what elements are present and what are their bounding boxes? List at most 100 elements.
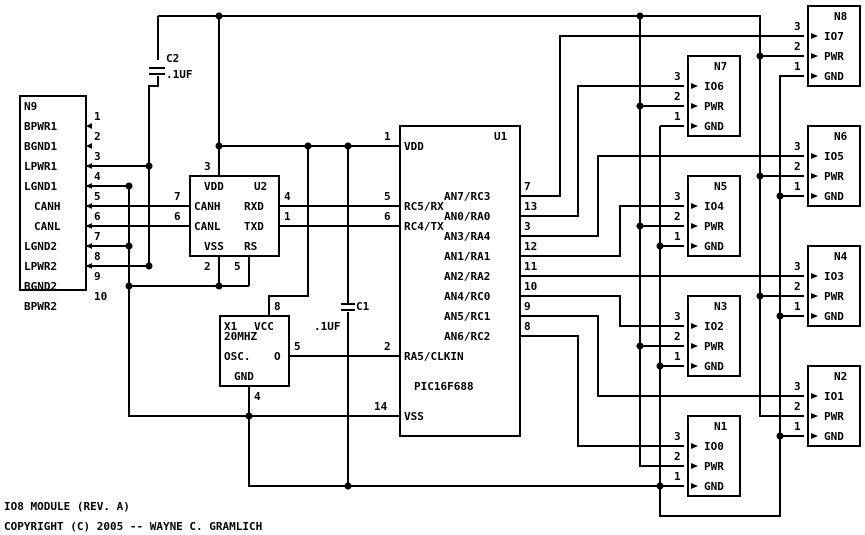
n9-pin-label: LGND1 [24, 180, 57, 193]
u2-pin-6: 6 [174, 210, 181, 223]
n1-pin-arrows [691, 443, 698, 489]
u1-part: PIC16F688 [414, 380, 474, 393]
u1-right-label: AN3/RA4 [444, 230, 491, 243]
n2-gnd-label: GND [824, 430, 844, 443]
n3-name: N3 [714, 300, 727, 313]
n2-pwr-label: PWR [824, 410, 844, 423]
n5-pin-2: 2 [674, 210, 681, 223]
n4-pin-1: 1 [794, 300, 801, 313]
x1-o-label: O [274, 350, 281, 363]
n1-name: N1 [714, 420, 728, 433]
n7-pin-2: 2 [674, 90, 681, 103]
n7-io-label: IO6 [704, 80, 724, 93]
u1-left-pin: 1 [384, 130, 391, 143]
n9-body [19, 95, 87, 291]
n4-pin-2: 2 [794, 280, 801, 293]
n1-pin-2: 2 [674, 450, 681, 463]
n7-pin-arrows [691, 83, 698, 129]
n4-io-label: IO3 [824, 270, 844, 283]
n8-name: N8 [834, 10, 847, 23]
n9-pin-label: BGND1 [24, 140, 57, 153]
n3-pin-arrows [691, 323, 698, 369]
n7-name: N7 [714, 60, 727, 73]
c2-value: .1UF [166, 68, 193, 81]
connector-n6: N6 IO5 PWR GND 3 2 1 [794, 125, 861, 207]
u1-right-pin: 10 [524, 280, 537, 293]
n9-pin-label: BPWR1 [24, 120, 57, 133]
n5-pin-arrows [691, 203, 698, 249]
connector-n5: N5 IO4 PWR GND 3 2 1 [674, 175, 741, 257]
u2-rs-label: RS [244, 240, 257, 253]
n3-pin-2: 2 [674, 330, 681, 343]
n8-pin-2: 2 [794, 40, 801, 53]
junction-dots [125, 12, 784, 490]
u1-right-pin: 3 [524, 220, 531, 233]
n9-pin-number: 6 [94, 210, 101, 223]
n6-pin-arrows [811, 153, 818, 199]
x1-body [219, 315, 290, 387]
n2-name: N2 [834, 370, 847, 383]
n5-io-label: IO4 [704, 200, 724, 213]
n6-io-label: IO5 [824, 150, 844, 163]
u2-name: U2 [254, 180, 267, 193]
n9-pin-label: BGND2 [24, 280, 57, 293]
n1-pin-3: 3 [674, 430, 681, 443]
u1-left-label: RC5/RX [404, 200, 444, 213]
n6-name: N6 [834, 130, 848, 143]
u1-right-pin: 12 [524, 240, 537, 253]
n9-pin-label: CANH [34, 200, 61, 213]
n3-io-label: IO2 [704, 320, 724, 333]
x1-pin-8: 8 [274, 300, 281, 313]
n9-pin-number: 2 [94, 130, 101, 143]
n9-pin-label: BPWR2 [24, 300, 57, 313]
n9-pin-label: LPWR2 [24, 260, 57, 273]
u1-name: U1 [494, 130, 508, 143]
footer-copyright: COPYRIGHT (C) 2005 -- WAYNE C. GRAMLICH [4, 520, 262, 533]
connector-n1: N1 IO0 PWR GND 3 2 1 [674, 415, 741, 497]
x1-gnd-label: GND [234, 370, 254, 383]
n2-pin-2: 2 [794, 400, 801, 413]
n6-pin-2: 2 [794, 160, 801, 173]
oscillator-x1: X1 VCC 20MHZ OSC. O GND 8 5 4 [219, 300, 301, 403]
u1-left-label: VDD [404, 140, 424, 153]
connector-n7: N7 IO6 PWR GND 3 2 1 [674, 55, 741, 137]
n9-pin-number: 1 [94, 110, 101, 123]
n7-body [687, 55, 741, 137]
n4-body [807, 245, 861, 327]
x1-freq: 20MHZ [224, 330, 257, 343]
n9-pin-label: CANL [34, 220, 61, 233]
n4-pwr-label: PWR [824, 290, 844, 303]
u1-right-label: AN7/RC3 [444, 190, 490, 203]
n9-pin-number: 7 [94, 230, 101, 243]
n8-gnd-label: GND [824, 70, 844, 83]
c1-name: C1 [356, 300, 370, 313]
footer-title: IO8 MODULE (REV. A) [4, 500, 130, 513]
connector-n8: N8 IO7 PWR GND 3 2 1 [794, 5, 861, 87]
u1-right-pin: 7 [524, 180, 531, 193]
u2-body [189, 175, 280, 257]
n4-name: N4 [834, 250, 848, 263]
u2-canh-label: CANH [194, 200, 221, 213]
n1-pwr-label: PWR [704, 460, 724, 473]
u1-right-pin: 9 [524, 300, 531, 313]
x1-pin-5: 5 [294, 340, 301, 353]
n6-body [807, 125, 861, 207]
c1-value: .1UF [314, 320, 341, 333]
u2-pin-1: 1 [284, 210, 291, 223]
u2-pin-7: 7 [174, 190, 181, 203]
n8-io-label: IO7 [824, 30, 844, 43]
u1-left-pin: 14 [374, 400, 388, 413]
n4-pin-3: 3 [794, 260, 801, 273]
n7-pin-3: 3 [674, 70, 681, 83]
n3-gnd-label: GND [704, 360, 724, 373]
n5-pin-1: 1 [674, 230, 681, 243]
u1-right-label: AN1/RA1 [444, 250, 491, 263]
connector-n3: N3 IO2 PWR GND 3 2 1 [674, 295, 741, 377]
n4-gnd-label: GND [824, 310, 844, 323]
n7-pin-1: 1 [674, 110, 681, 123]
n6-pin-1: 1 [794, 180, 801, 193]
n2-pin-3: 3 [794, 380, 801, 393]
u2-pin-5: 5 [234, 260, 241, 273]
n9-pin-number: 9 [94, 270, 101, 283]
